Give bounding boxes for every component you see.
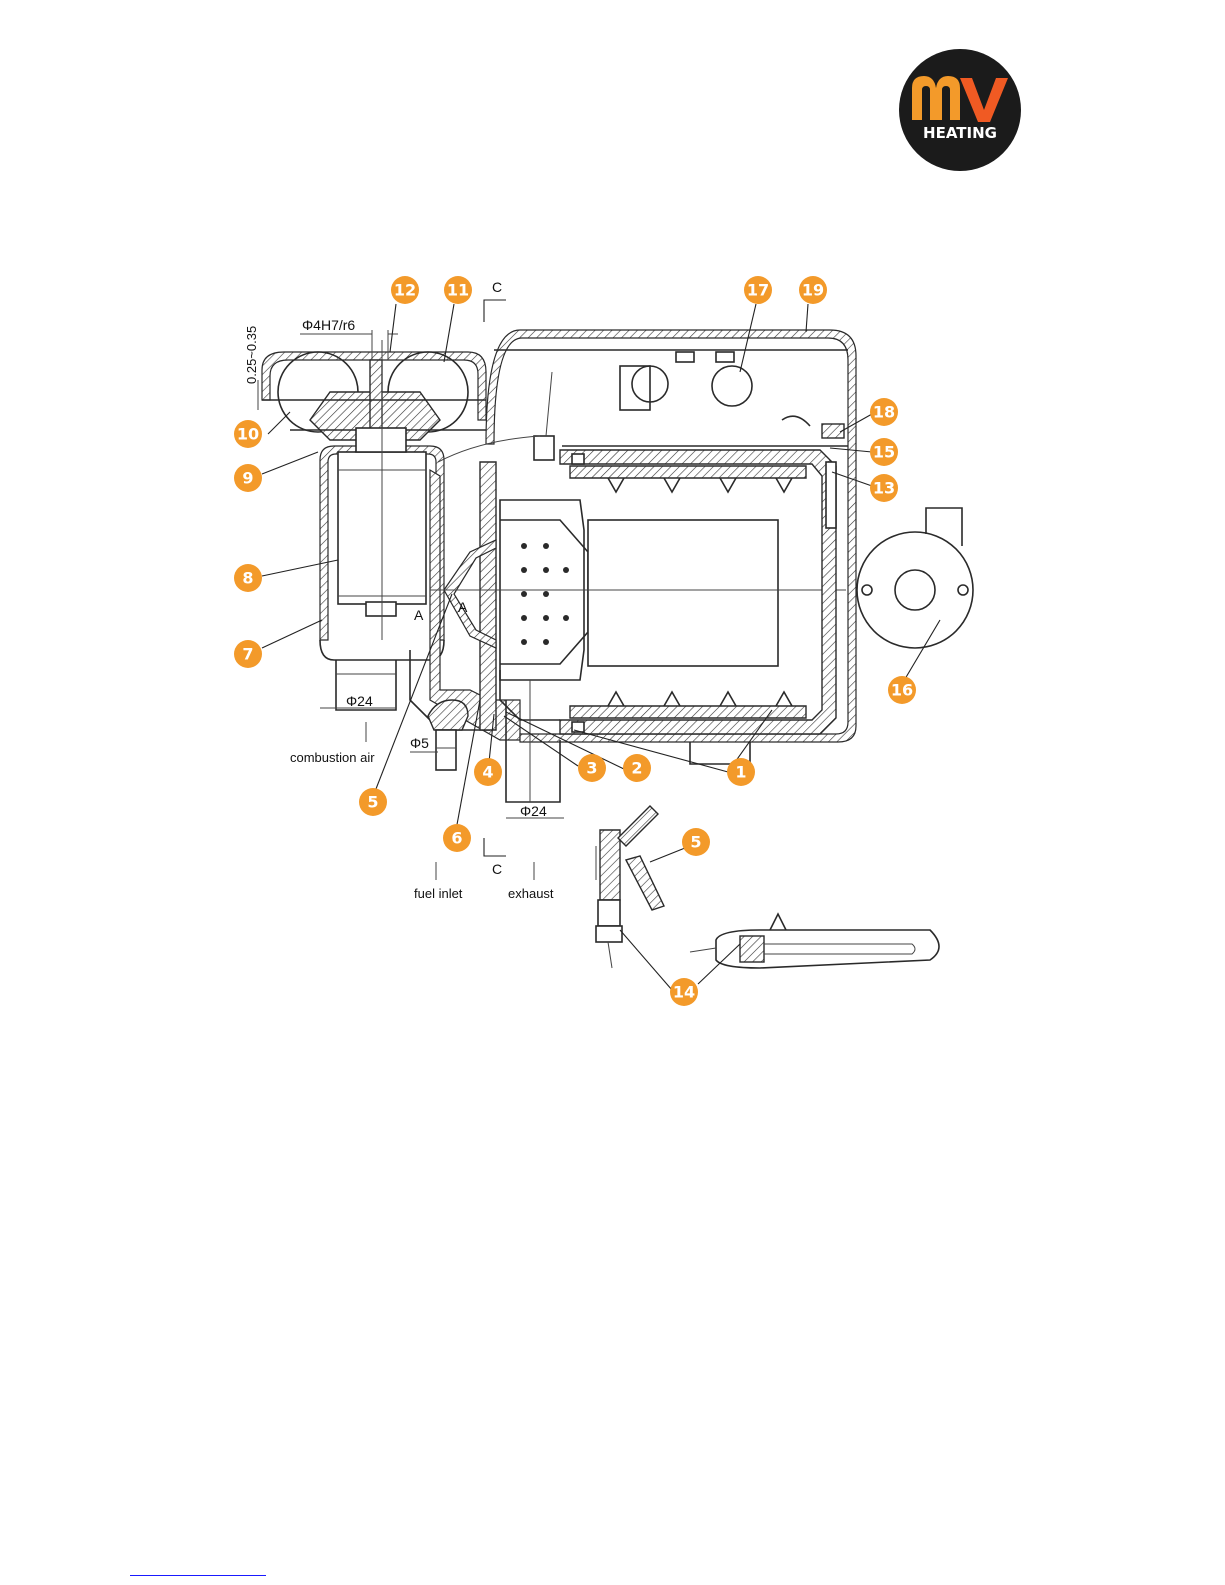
glow-plug-side-detail [690, 914, 939, 968]
svg-text:15: 15 [873, 443, 895, 462]
svg-text:8: 8 [242, 569, 253, 588]
svg-text:10: 10 [237, 425, 259, 444]
pump-cover [857, 508, 973, 648]
callout-8: 8 [234, 564, 262, 592]
svg-text:5: 5 [367, 793, 378, 812]
svg-text:18: 18 [873, 403, 895, 422]
exhaust-label: exhaust [508, 886, 554, 901]
callout-10: 10 [234, 420, 262, 448]
svg-text:5: 5 [690, 833, 701, 852]
callout-18: 18 [870, 398, 898, 426]
callout-15: 15 [870, 438, 898, 466]
svg-text:2: 2 [631, 759, 642, 778]
callout-11: 11 [444, 276, 472, 304]
callout-17: 17 [744, 276, 772, 304]
svg-text:6: 6 [451, 829, 462, 848]
svg-text:9: 9 [242, 469, 253, 488]
svg-text:4: 4 [482, 763, 493, 782]
svg-text:1: 1 [735, 763, 746, 782]
section-mark-top: C [492, 279, 502, 295]
callout-19: 19 [799, 276, 827, 304]
footer-link-underline[interactable] [130, 1575, 266, 1576]
callout-9: 9 [234, 464, 262, 492]
svg-text:17: 17 [747, 281, 769, 300]
svg-text:13: 13 [873, 479, 895, 498]
callout-13: 13 [870, 474, 898, 502]
section-mark-bottom: C [492, 861, 502, 877]
svg-text:16: 16 [891, 681, 913, 700]
svg-text:7: 7 [242, 645, 253, 664]
callout-14: 14 [670, 978, 698, 1006]
glow-plug-detail [596, 806, 664, 968]
dim-gap-label: 0.25~0.35 [244, 326, 259, 384]
dim-shaft-fit-label: Φ4H7/r6 [302, 317, 355, 333]
callout-6: 6 [443, 824, 471, 852]
callout-12: 12 [391, 276, 419, 304]
svg-text:19: 19 [802, 281, 824, 300]
svg-text:11: 11 [447, 281, 469, 300]
callout-5-detail: 5 [682, 828, 710, 856]
callout-3: 3 [578, 754, 606, 782]
combustion-air-label: combustion air [290, 750, 375, 765]
dim-exhaust-pipe-label: Φ24 [520, 803, 547, 819]
section-mark-a-left: A [414, 607, 424, 623]
callout-7: 7 [234, 640, 262, 668]
dim-air-pipe-label: Φ24 [346, 693, 373, 709]
dim-fuel-pipe-label: Φ5 [410, 735, 429, 751]
callout-1: 1 [727, 758, 755, 786]
svg-text:3: 3 [586, 759, 597, 778]
callout-5: 5 [359, 788, 387, 816]
callout-16: 16 [888, 676, 916, 704]
fuel-inlet-fitting [428, 700, 468, 770]
callout-4: 4 [474, 758, 502, 786]
section-mark-a-right: A [458, 599, 468, 615]
fuel-inlet-label: fuel inlet [414, 886, 463, 901]
callout-2: 2 [623, 754, 651, 782]
svg-text:14: 14 [673, 983, 695, 1002]
svg-text:12: 12 [394, 281, 416, 300]
fan-cover [262, 352, 486, 440]
